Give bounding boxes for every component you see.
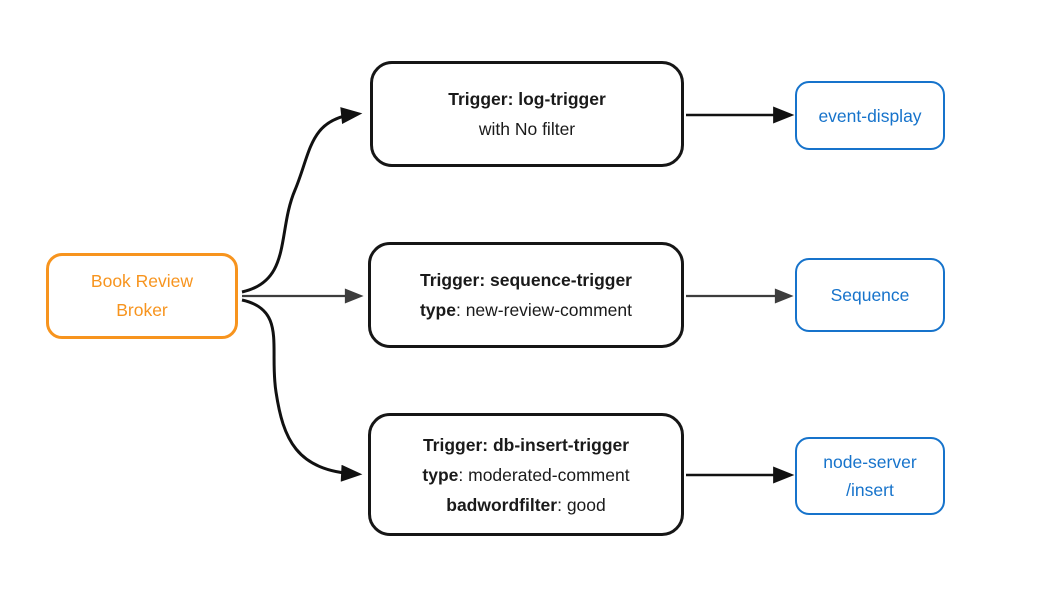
arrow-broker-to-log-trigger — [241, 107, 363, 294]
trigger-node-db-insert-trigger: Trigger: db-insert-trigger type: moderat… — [368, 413, 684, 536]
broker-label-line2: Broker — [116, 300, 168, 320]
sink-sequence-label: Sequence — [830, 285, 910, 305]
sink-node-sequence: Sequence — [795, 258, 945, 332]
broker-label-line1: Book Review — [90, 271, 194, 291]
sink-node-server-label-line2: /insert — [846, 480, 894, 500]
trigger-node-sequence-trigger: Trigger: sequence-trigger type: new-revi… — [368, 242, 684, 348]
sink-node-event-display: event-display — [795, 81, 945, 150]
trigger-db-insert-filter-type: type: moderated-comment — [422, 464, 630, 485]
trigger-sequence-title: Trigger: sequence-trigger — [420, 270, 632, 290]
trigger-log-title: Trigger: log-trigger — [448, 89, 606, 109]
arrow-broker-to-db-insert-trigger — [241, 298, 363, 482]
sink-node-node-server-insert: node-server /insert — [795, 437, 945, 515]
sink-event-display-label: event-display — [818, 105, 922, 126]
trigger-sequence-filter: type: new-review-comment — [419, 300, 632, 320]
broker-node: Book Review Broker — [46, 253, 238, 339]
trigger-db-insert-title: Trigger: db-insert-trigger — [422, 434, 630, 455]
trigger-node-log-trigger: Trigger: log-trigger with No filter — [370, 61, 684, 167]
trigger-db-insert-filter-badword: badwordfilter: good — [446, 494, 606, 515]
sink-node-server-label-line1: node-server — [823, 452, 917, 472]
trigger-log-filter: with No filter — [478, 119, 576, 139]
